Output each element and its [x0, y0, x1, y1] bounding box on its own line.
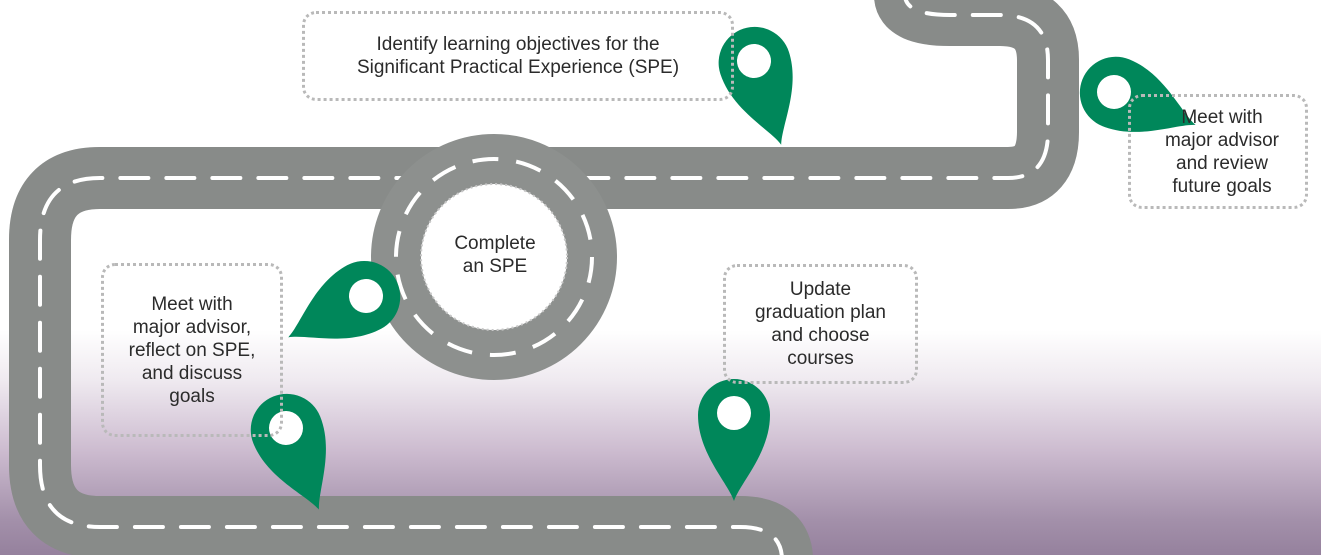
- callout-meet-future-goals: Meet with major advisor and review futur…: [1128, 94, 1308, 209]
- map-pin-icon: [288, 260, 401, 339]
- map-pin-icon: [250, 393, 326, 510]
- callout-text-line: Meet with: [151, 293, 233, 315]
- map-pin-icon: [698, 379, 770, 501]
- callout-text-line: Meet with: [1181, 106, 1263, 128]
- callout-text-line: Significant Practical Experience (SPE): [356, 57, 680, 78]
- callout-text-line: future goals: [1172, 175, 1272, 197]
- roundabout-lane-markings: [394, 157, 594, 357]
- road-lane-markings: [38, 0, 1050, 555]
- callout-update-plan: Update graduation plan and choose course…: [723, 264, 918, 384]
- callout-text-line: major advisor: [1164, 129, 1280, 151]
- callout-identify-objectives: Identify learning objectives for the Sig…: [302, 11, 734, 101]
- map-pin-icon: [718, 26, 793, 145]
- callout-text-line: courses: [787, 348, 854, 369]
- callout-text-line: and choose: [771, 325, 870, 346]
- callout-text-line: Update: [789, 279, 852, 300]
- callout-text-line: graduation plan: [755, 302, 886, 323]
- callout-text-line: major advisor,: [132, 316, 252, 338]
- callout-text-line: reflect on SPE,: [128, 339, 256, 361]
- callout-text-line: and review: [1176, 152, 1268, 174]
- callout-text-line: goals: [169, 385, 215, 407]
- label-text-line: Complete: [454, 233, 536, 254]
- callout-text-line: Identify learning objectives for the: [376, 34, 660, 55]
- label-text-line: an SPE: [462, 256, 528, 277]
- label-complete-spe: Complete an SPE: [430, 232, 560, 278]
- callout-text-line: and discuss: [141, 362, 243, 384]
- roundabout-center: [420, 183, 568, 331]
- callout-meet-reflect: Meet with major advisor, reflect on SPE,…: [101, 263, 283, 437]
